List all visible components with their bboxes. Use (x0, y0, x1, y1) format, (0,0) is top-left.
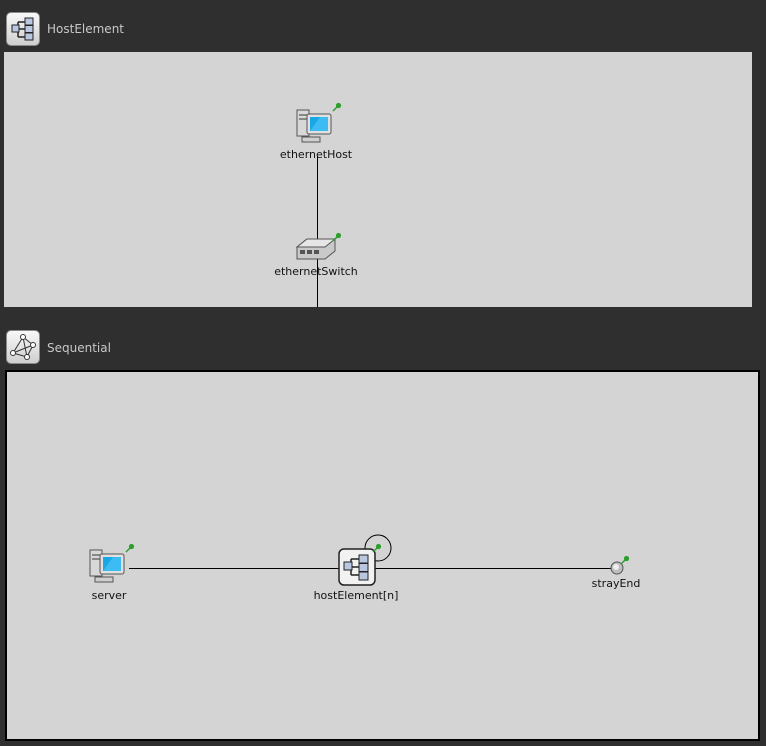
pin-icon (332, 232, 342, 242)
compound-module-icon (338, 548, 376, 586)
module-canvas-sequential[interactable]: server hostElement[n] strayEnd (5, 370, 760, 741)
pin-icon (372, 543, 382, 553)
node-ethernetswitch[interactable] (295, 235, 337, 263)
compound-module-icon[interactable] (6, 12, 40, 46)
desktop-computer-icon (296, 109, 332, 143)
connection-wire[interactable] (317, 156, 318, 307)
node-hostelement[interactable] (338, 548, 376, 586)
connection-wire[interactable] (129, 568, 349, 569)
node-label: ethernetSwitch (274, 265, 358, 278)
network-graph-icon[interactable] (6, 330, 40, 364)
connection-wire[interactable] (375, 568, 611, 569)
module-header-hostelement: HostElement (0, 8, 766, 48)
network-switch-icon (295, 238, 337, 260)
node-ethernethost[interactable] (296, 106, 338, 146)
node-label: server (91, 589, 127, 602)
node-server[interactable] (89, 546, 131, 586)
node-label: ethernetHost (279, 148, 353, 161)
module-canvas-hostelement[interactable]: ethernetHost ethernetSwitch (4, 52, 752, 307)
module-title: Sequential (47, 341, 111, 355)
pin-icon (332, 102, 342, 112)
pin-icon (620, 555, 630, 565)
self-loop-connection[interactable] (361, 532, 395, 564)
module-header-sequential: Sequential (0, 326, 766, 366)
stray-end-icon[interactable] (610, 561, 624, 575)
desktop-computer-icon (89, 549, 125, 583)
node-label: hostElement[n] (313, 589, 399, 602)
node-label: strayEnd (591, 577, 641, 590)
pin-icon (125, 543, 135, 553)
module-title: HostElement (47, 22, 125, 36)
